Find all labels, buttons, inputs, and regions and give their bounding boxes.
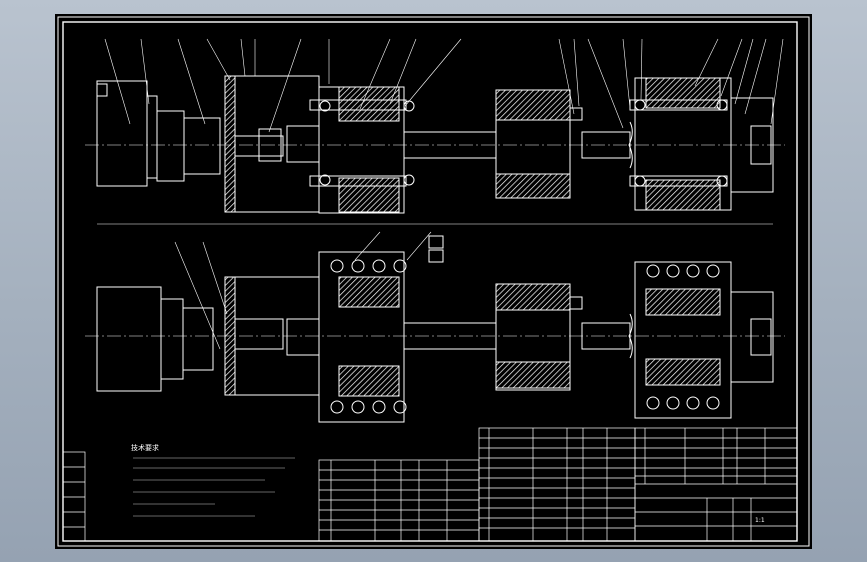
- outer-frame: [57, 16, 810, 547]
- coupling-housing: [224, 75, 320, 213]
- right-bearing-housing-2: [634, 261, 732, 419]
- bottom-assembly-view: [85, 231, 785, 423]
- title-block-area: [62, 427, 798, 542]
- reducer: [156, 110, 185, 182]
- motor-body-2: [96, 286, 162, 392]
- top-assembly-view: [85, 38, 785, 225]
- cad-drawing-canvas[interactable]: 技术要求 1:1: [55, 14, 812, 549]
- technical-notes-header: 技术要求: [131, 443, 159, 452]
- scale-label: 1:1: [755, 517, 765, 524]
- drawing-viewport[interactable]: 技术要求 1:1: [55, 14, 812, 549]
